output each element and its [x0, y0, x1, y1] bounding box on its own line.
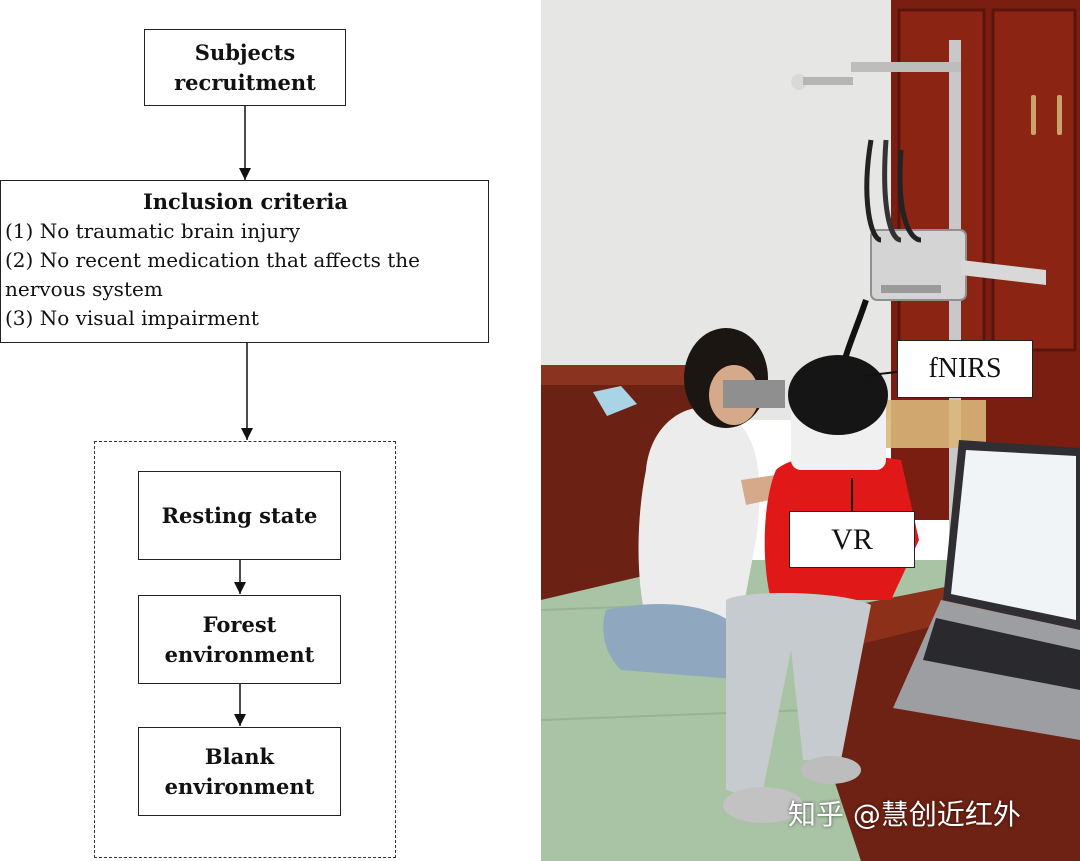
inclusion-criteria-box: Inclusion criteria (1) No traumatic brai… [0, 180, 489, 343]
inclusion-criteria-title: Inclusion criteria [142, 189, 349, 214]
blank-environment-box: Blank environment [138, 727, 341, 816]
flowchart: Subjects recruitment Inclusion criteria … [0, 29, 489, 858]
resting-state-label: Resting state [161, 502, 318, 528]
eeg-cap [788, 355, 888, 435]
experiment-photo [541, 0, 1080, 861]
vr-label: VR [789, 511, 915, 568]
watermark: 知乎 @慧创近红外 [788, 798, 1021, 831]
subjects-recruitment-box: Subjects recruitment [144, 29, 346, 106]
blank-environment-label: Blank environment [164, 743, 315, 799]
forest-environment-box: Forest environment [138, 595, 341, 684]
fnirs-label: fNIRS [897, 340, 1033, 398]
procedure-group-dashed-box [94, 441, 396, 858]
criteria-item-1: (1) No traumatic brain injury [5, 219, 301, 243]
resting-state-box: Resting state [138, 471, 341, 560]
subjects-recruitment-label: Subjects recruitment [174, 39, 316, 95]
forest-environment-label: Forest environment [164, 611, 315, 667]
criteria-item-2: (2) No recent medication that affects th… [5, 248, 420, 272]
vr-label-text: VR [831, 522, 873, 556]
criteria-item-3: (3) No visual impairment [5, 306, 259, 330]
person-adult [638, 407, 760, 620]
fnirs-label-text: fNIRS [928, 353, 1002, 384]
basket [886, 400, 986, 448]
criteria-item-2-continued: nervous system [5, 277, 163, 301]
